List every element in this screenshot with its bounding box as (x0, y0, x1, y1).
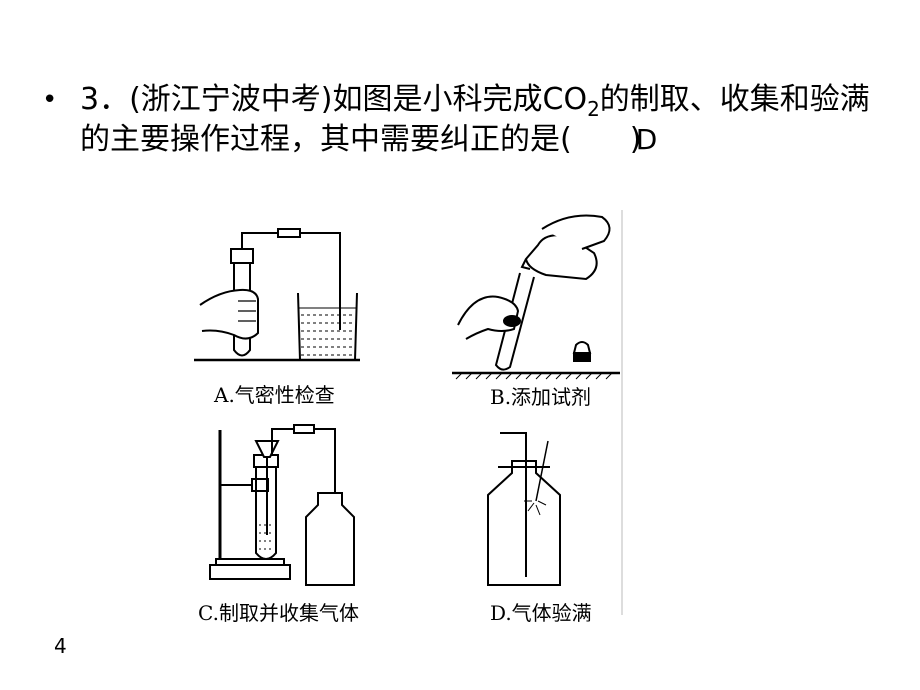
caption-a: A.气密性检查 (214, 383, 335, 407)
close-paren: ) (629, 122, 642, 157)
bullet: • (42, 85, 58, 115)
experiment-diagram (194, 210, 623, 615)
question-line-2: 的主要操作过程，其中需要纠正的是()D (80, 120, 658, 160)
panel-c-diagram (209, 424, 355, 586)
question-text-post: 的制取、收集和验满 (599, 82, 870, 117)
caption-d: D.气体验满 (490, 601, 592, 625)
subscript-2: 2 (587, 97, 600, 121)
answer-blank: )D (572, 120, 658, 160)
question-text-pre: 3．(浙江宁波中考)如图是小科完成CO (80, 82, 588, 117)
experiment-figure: A.气密性检查 B.添加试剂 C.制取并收集气体 D.气体验满 (190, 205, 625, 625)
panel-b-diagram (452, 210, 623, 615)
answer-text: D (635, 123, 658, 156)
caption-b: B.添加试剂 (490, 385, 592, 409)
caption-c: C.制取并收集气体 (198, 601, 359, 625)
page-number: 4 (54, 634, 67, 658)
question-line-1: 3．(浙江宁波中考)如图是小科完成CO2的制取、收集和验满 (80, 80, 870, 129)
panel-a-diagram (194, 228, 360, 362)
question-text-line2: 的主要操作过程，其中需要纠正的是( (80, 122, 572, 157)
panel-d-diagram (487, 432, 561, 586)
